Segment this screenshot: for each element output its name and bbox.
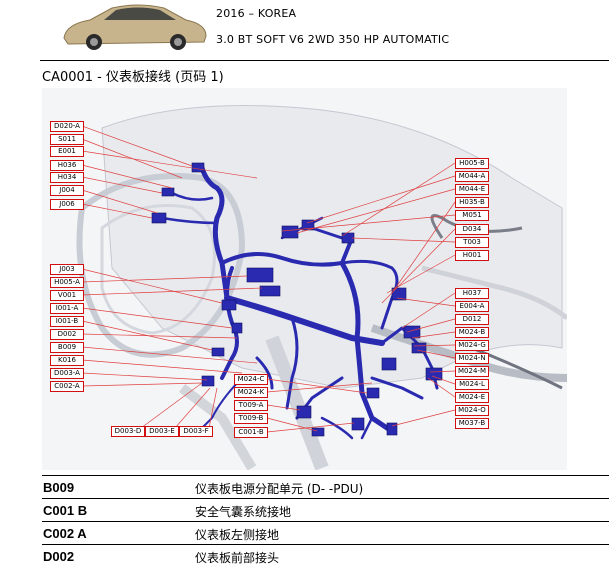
connector-tag: E004-A [455, 301, 489, 312]
connector-tag: J004 [50, 185, 84, 196]
connector-tag: H036 [50, 160, 84, 171]
connector-tag: M024-M [455, 366, 489, 377]
connector-tag: J003 [50, 264, 84, 275]
connector-tag: M044-A [455, 171, 489, 182]
connector-tag: M037-B [455, 418, 489, 429]
connector-tag: D034 [455, 224, 489, 235]
connector-tag: H037 [455, 288, 489, 299]
connector-tag: S011 [50, 134, 84, 145]
component-code: C001 B [43, 503, 88, 518]
connector-tag: D020-A [50, 121, 84, 132]
connector-tag: E001 [50, 146, 84, 157]
connector-tag: M024-C [234, 374, 268, 385]
connector-tag: H035-B [455, 197, 489, 208]
connector-tag: M024-N [455, 353, 489, 364]
connector-tag: M024-B [455, 327, 489, 338]
component-code: B009 [43, 480, 75, 495]
connector-tag: H005-A [50, 277, 84, 288]
connector-tag: T009-B [234, 413, 268, 424]
car-thumbnail [63, 4, 207, 50]
connector-tag: C001-B [234, 427, 268, 438]
component-table: B009 仪表板电源分配单元 (D- -PDU) C001 B 安全气囊系统接地… [42, 476, 609, 567]
connector-tag: I001-B [50, 316, 84, 327]
connector-tag: D003-E [145, 426, 179, 437]
page-header: 2016 – KOREA 3.0 BT SOFT V6 2WD 350 HP A… [0, 0, 609, 62]
vehicle-engine-spec: 3.0 BT SOFT V6 2WD 350 HP AUTOMATIC [216, 33, 450, 46]
connector-tag: M044-E [455, 184, 489, 195]
connector-tag: D003-A [50, 368, 84, 379]
table-row: B009 仪表板电源分配单元 (D- -PDU) [42, 476, 609, 499]
connector-tag: M024-L [455, 379, 489, 390]
connector-tag: T003 [455, 237, 489, 248]
section-title: CA0001 - 仪表板接线 (页码 1) [42, 70, 224, 85]
connector-tag: C002-A [50, 381, 84, 392]
connector-tag: D012 [455, 314, 489, 325]
component-code: C002 A [43, 526, 87, 541]
connector-tag: K016 [50, 355, 84, 366]
component-description: 安全气囊系统接地 [195, 505, 292, 519]
connector-tag: V001 [50, 290, 84, 301]
table-row: C001 B 安全气囊系统接地 [42, 499, 609, 522]
connector-tag: M024-O [455, 405, 489, 416]
vehicle-year-market: 2016 – KOREA [216, 7, 297, 20]
connector-tag: M024-K [234, 387, 268, 398]
connector-tag: T009-A [234, 400, 268, 411]
dashboard-illustration [76, 105, 567, 470]
connector-tag: H005-B [455, 158, 489, 169]
connector-tag: J006 [50, 199, 84, 210]
connector-tag: I001-A [50, 303, 84, 314]
connector-tag: M024-E [455, 392, 489, 403]
connector-tag: B009 [50, 342, 84, 353]
connector-tag: D003-D [111, 426, 145, 437]
table-row: C002 A 仪表板左侧接地 [42, 522, 609, 545]
connector-tag: M051 [455, 210, 489, 221]
connector-tag: D002 [50, 329, 84, 340]
header-divider [40, 60, 609, 61]
table-top-rule [42, 475, 609, 476]
connector-tag: H034 [50, 172, 84, 183]
table-row: D002 仪表板前部接头 [42, 545, 609, 567]
connector-tag: D003-F [179, 426, 213, 437]
component-description: 仪表板左侧接地 [195, 528, 280, 542]
connector-tag: M024-G [455, 340, 489, 351]
component-code: D002 [43, 549, 75, 564]
component-description: 仪表板电源分配单元 (D- -PDU) [195, 482, 364, 496]
connector-tag: H001 [455, 250, 489, 261]
